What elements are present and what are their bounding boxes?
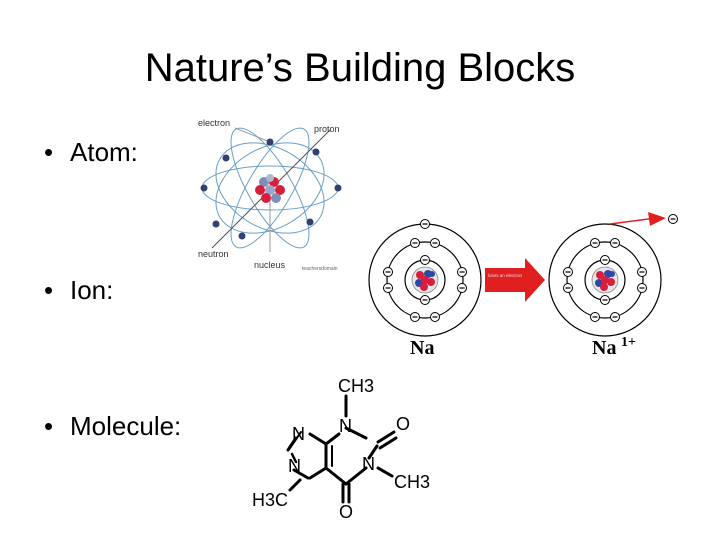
bullet-atom: • Atom:	[44, 136, 138, 168]
oxygen-bottom-label: O	[339, 502, 353, 522]
bullet-marker: •	[44, 137, 54, 167]
electron-label: electron	[198, 118, 230, 128]
credit-label: teachersdomain	[302, 266, 338, 272]
ejected-electron-path	[609, 217, 657, 225]
bullet-label: Ion:	[70, 275, 114, 305]
electron-dot	[200, 184, 208, 192]
charge-label: 1+	[621, 335, 636, 350]
bullet-ion: • Ion:	[44, 274, 113, 306]
bullet-label: Molecule:	[70, 411, 182, 441]
reaction-arrow: loses an electron	[485, 258, 545, 302]
oxygen-right-label: O	[396, 414, 410, 434]
bullet-marker: •	[44, 275, 54, 305]
orbit-ellipse	[230, 127, 310, 249]
ejected-electron-arrowhead	[648, 212, 666, 226]
electron-dot	[238, 232, 246, 240]
orbit-ellipse	[215, 142, 325, 234]
electron-dot	[212, 220, 220, 228]
caffeine-structure: CH3 O N N N N CH3 H3C O	[252, 376, 430, 522]
electron-dot	[266, 138, 274, 146]
nucleus-label: nucleus	[254, 260, 286, 270]
h3c-label: H3C	[252, 490, 288, 510]
sodium-label: Na	[410, 337, 434, 359]
nitrogen-top-label: N	[339, 416, 352, 436]
ch3-top-label: CH3	[338, 376, 374, 396]
slide-title: Nature’s Building Blocks	[144, 46, 576, 90]
bullet-molecule: • Molecule:	[44, 410, 181, 442]
electron-dot	[312, 148, 320, 156]
orbit-ellipse	[215, 142, 325, 234]
ejected-electron	[667, 213, 679, 225]
bullet-marker: •	[44, 411, 54, 441]
atom-diagram: electron proton neutron nucleus teachers…	[198, 118, 342, 272]
sodium-ion-label: Na	[592, 337, 616, 359]
ch3-right-label: CH3	[394, 472, 430, 492]
sodium-atom	[368, 218, 482, 337]
electron-dots	[200, 138, 342, 240]
electron-pointer	[234, 127, 271, 143]
arrow-text: loses an electron	[488, 273, 523, 278]
electron-dot	[334, 184, 342, 192]
nitrogen-left-bottom-label: N	[288, 456, 301, 476]
proton-label: proton	[314, 124, 340, 134]
electron-dot	[306, 218, 314, 226]
ion-diagram: loses an electron Na Na 1+	[368, 212, 679, 359]
sodium-ion	[548, 223, 662, 337]
atom-nucleus	[255, 174, 285, 203]
bullet-label: Atom:	[70, 137, 138, 167]
neutron-label: neutron	[198, 249, 229, 259]
nitrogen-right-label: N	[362, 454, 375, 474]
nitrogen-left-top-label: N	[292, 424, 305, 444]
orbit-ellipse	[230, 127, 310, 249]
electron-dot	[222, 154, 230, 162]
